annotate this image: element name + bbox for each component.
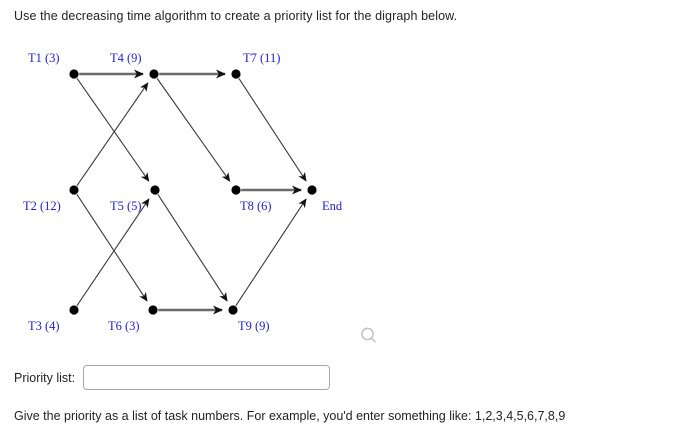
- node-label-t2: T2 (12): [23, 199, 61, 213]
- node-end: [307, 185, 317, 195]
- edges-layer: [76, 69, 307, 315]
- node-label-end: End: [322, 199, 343, 213]
- node-t3: [69, 305, 79, 315]
- node-label-t6: T6 (3): [108, 319, 140, 333]
- node-t1: [69, 69, 79, 79]
- node-label-t9: T9 (9): [238, 319, 270, 333]
- node-label-t8: T8 (6): [240, 199, 272, 213]
- digraph-figure: T1 (3) T4 (9) T7 (11) T2 (12) T5 (5) T8 (6) En…: [0, 40, 430, 340]
- edge-t2-to-t4: [76, 82, 149, 187]
- answer-row: Priority list:: [14, 365, 331, 390]
- edge-t4-to-t8: [156, 77, 231, 182]
- priority-list-input[interactable]: [83, 365, 331, 390]
- edge-t7-to-end: [238, 78, 307, 182]
- node-t9: [228, 305, 238, 315]
- node-label-t3: T3 (4): [28, 319, 60, 333]
- node-t7: [231, 69, 241, 79]
- node-t6: [148, 305, 158, 315]
- edge-t5-to-t9: [157, 194, 228, 302]
- answer-format-hint: Give the priority as a list of task numb…: [14, 409, 566, 423]
- edge-t3-to-t5: [76, 198, 150, 306]
- nodes-layer: [69, 69, 317, 315]
- edge-t9-to-end: [235, 198, 307, 306]
- edge-t2-to-t6: [76, 194, 148, 302]
- node-t4: [149, 69, 159, 79]
- node-label-t5: T5 (5): [110, 199, 142, 213]
- priority-list-label: Priority list:: [14, 370, 76, 385]
- question-prompt: Use the decreasing time algorithm to cre…: [14, 9, 458, 23]
- node-label-t1: T1 (3): [28, 51, 60, 65]
- edge-t1-to-t5: [76, 77, 150, 182]
- node-t5: [150, 185, 160, 195]
- search-icon[interactable]: [358, 325, 380, 347]
- node-label-t7: T7 (11): [243, 51, 280, 65]
- node-label-t4: T4 (9): [110, 51, 142, 65]
- node-t8: [231, 185, 241, 195]
- node-t2: [69, 185, 79, 195]
- digraph-svg: T1 (3) T4 (9) T7 (11) T2 (12) T5 (5) T8 (6) En…: [23, 51, 343, 333]
- node-labels-layer: T1 (3) T4 (9) T7 (11) T2 (12) T5 (5) T8 (6) En…: [23, 51, 343, 333]
